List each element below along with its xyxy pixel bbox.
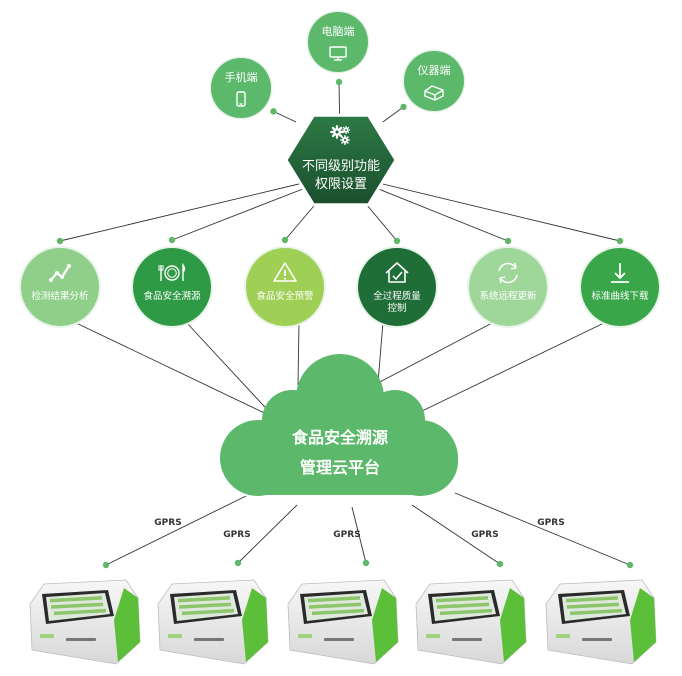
client-line-0 — [273, 110, 297, 123]
function-dot-4 — [504, 237, 512, 245]
device-dot-1 — [234, 559, 242, 567]
function-line-1 — [171, 181, 321, 241]
function-dot-2 — [281, 236, 289, 244]
function-line-5 — [374, 181, 621, 242]
device-line-1 — [237, 504, 298, 564]
device-line-0 — [105, 495, 247, 566]
function-dot-3 — [393, 237, 401, 245]
cloud-title-line2: 管理云平台 — [300, 458, 380, 477]
cloud-line-3 — [377, 321, 384, 384]
client-line-2 — [382, 106, 404, 123]
client-2: 仪器端 — [402, 49, 466, 113]
client-label: 手机端 — [225, 70, 258, 84]
device-line-4 — [454, 492, 631, 566]
connector-dots — [56, 78, 634, 569]
plate-cutlery-icon — [158, 262, 186, 281]
function-label: 全过程质量控制 — [373, 290, 421, 314]
client-0: 手机端 — [209, 56, 273, 120]
detector-device-icon — [157, 579, 269, 665]
gprs-label: GPRS — [333, 530, 360, 540]
hub-title-line2: 权限设置 — [315, 176, 367, 192]
chart-line-icon — [49, 264, 71, 282]
cloud-line-4 — [377, 321, 495, 384]
phone-icon — [236, 91, 246, 107]
function-circle — [469, 248, 547, 326]
detector-device-icon — [29, 579, 141, 665]
function-module-1: 食品安全溯源 — [131, 246, 213, 328]
function-module-4: 系统远程更新 — [467, 246, 549, 328]
client-1: 电脑端 — [306, 10, 370, 74]
device-dot-3 — [496, 560, 504, 568]
function-circle — [21, 248, 99, 326]
function-dot-5 — [616, 237, 624, 245]
function-circle — [133, 248, 211, 326]
gprs-label: GPRS — [471, 530, 498, 540]
hub-hexagon — [284, 113, 398, 207]
cloud-line-1 — [185, 321, 276, 419]
function-module-2: 食品安全预警 — [244, 246, 326, 328]
client-circle — [308, 12, 368, 72]
detector-device-icon — [415, 579, 527, 665]
cloud-line-2 — [297, 321, 300, 386]
monitor-icon — [329, 46, 347, 61]
device-line-3 — [411, 504, 501, 565]
client-dot-0 — [270, 108, 277, 115]
device-line-2 — [351, 506, 367, 564]
gprs-label: GPRS — [223, 530, 250, 540]
device-dot-2 — [362, 559, 370, 567]
function-label: 食品安全溯源 — [143, 290, 201, 302]
client-circle — [404, 51, 464, 111]
gears-icon — [330, 125, 351, 145]
cloud-shape — [220, 354, 458, 496]
download-arrow-icon — [611, 263, 629, 283]
client-circle — [211, 58, 271, 118]
device-dot-0 — [102, 561, 110, 569]
function-label: 标准曲线下载 — [591, 290, 649, 302]
client-label: 仪器端 — [418, 64, 451, 77]
remote-update-icon — [498, 262, 518, 284]
function-line-0 — [59, 181, 308, 242]
gprs-labels: GPRS GPRS GPRS GPRS GPRS — [154, 518, 564, 540]
device-dot-4 — [626, 561, 634, 569]
function-circle — [358, 248, 436, 326]
function-module-3: 全过程质量控制 — [356, 246, 438, 328]
function-label: 系统远程更新 — [479, 290, 537, 302]
gprs-label: GPRS — [537, 518, 564, 528]
function-dot-1 — [168, 236, 176, 244]
cloud-line-5 — [419, 321, 607, 413]
function-circle — [246, 248, 324, 326]
client-dot-1 — [335, 78, 343, 86]
function-dot-0 — [56, 237, 64, 245]
client-label: 电脑端 — [322, 25, 355, 38]
function-circle — [581, 248, 659, 326]
function-label: 检测结果分析 — [31, 290, 89, 302]
detector-device-icon — [287, 579, 399, 665]
hub-title-line1: 不同级别功能 — [302, 159, 380, 174]
client-dot-2 — [400, 103, 407, 111]
function-module-0: 检测结果分析 — [19, 246, 101, 328]
cloud-line-0 — [73, 321, 276, 419]
detector-device-icon — [545, 579, 657, 665]
function-module-5: 标准曲线下载 — [579, 246, 661, 328]
function-modules: 检测结果分析 食品安全溯源 食品安全预警 全过程质量控制 系统远程更新 标准曲线下载 — [19, 246, 661, 328]
function-label: 食品安全预警 — [256, 290, 314, 302]
cloud-title-line1: 食品安全溯源 — [291, 428, 388, 447]
function-line-4 — [360, 181, 509, 242]
gprs-label: GPRS — [154, 518, 181, 528]
instrument-icon — [424, 85, 444, 101]
warning-triangle-icon — [273, 262, 297, 282]
detector-devices — [29, 579, 657, 665]
house-check-icon — [385, 262, 409, 283]
